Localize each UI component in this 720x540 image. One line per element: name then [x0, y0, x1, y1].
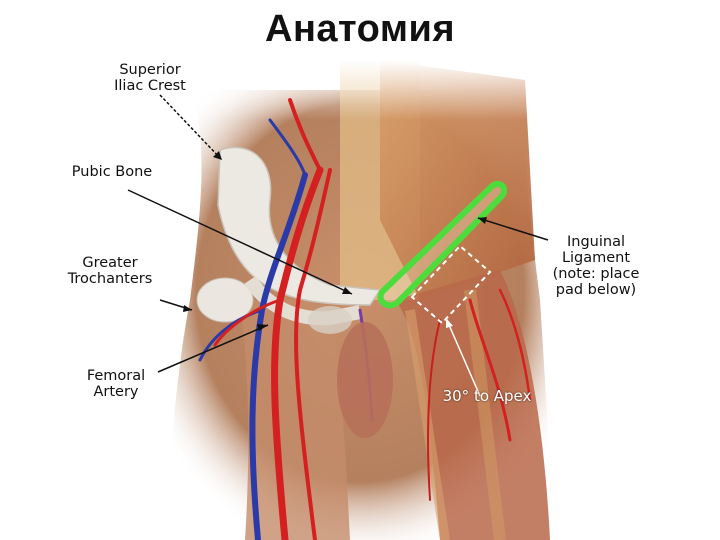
label-line: Artery: [93, 384, 139, 400]
label-apex-angle: 30° to Apex: [442, 387, 532, 405]
label-superior-iliac-crest: Superior Iliac Crest: [98, 62, 202, 94]
label-line: (note: place: [552, 266, 640, 282]
label-pubic-bone: Pubic Bone: [71, 164, 153, 180]
label-inguinal-ligament: Inguinal Ligament (note: place pad below…: [540, 234, 652, 298]
page-title: Анатомия: [265, 8, 455, 50]
label-line: Inguinal: [567, 234, 625, 250]
label-greater-trochanters: Greater Trochanters: [50, 255, 170, 287]
label-line: Femoral: [86, 368, 146, 384]
label-femoral-artery: Femoral Artery: [66, 368, 166, 400]
genital-region: [337, 322, 393, 438]
label-line: Trochanters: [67, 271, 153, 287]
pad-placement-box: [410, 244, 492, 325]
label-line: Ligament: [561, 250, 631, 266]
label-line: Iliac Crest: [114, 78, 186, 94]
inguinal-ligament-highlight: [377, 180, 508, 309]
label-line: Greater: [82, 255, 138, 271]
blood-vessels: [198, 98, 532, 540]
arrow-heads: [183, 151, 487, 331]
pelvis-bone: [196, 146, 382, 334]
label-line: Superior: [119, 62, 181, 78]
label-line: pad below): [555, 282, 637, 298]
